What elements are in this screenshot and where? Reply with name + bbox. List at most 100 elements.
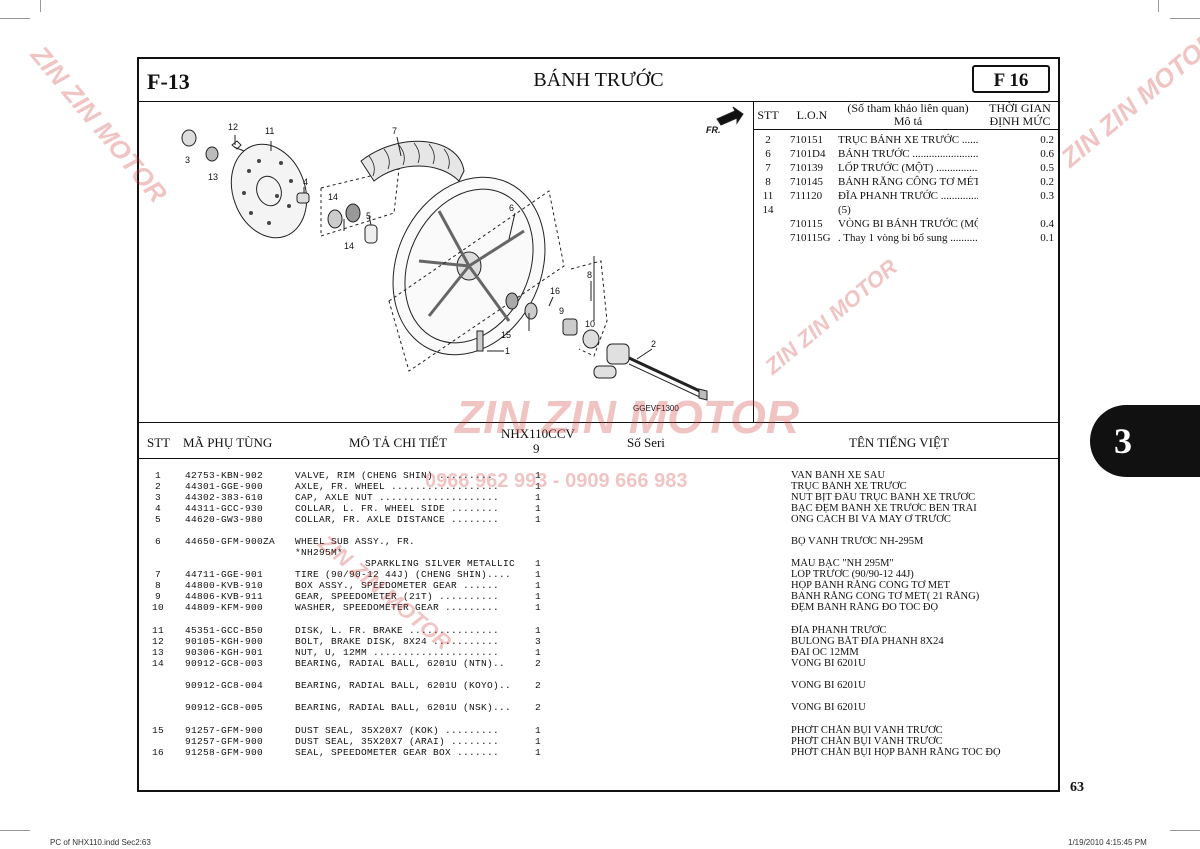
ref-cell-lon: 710151 — [790, 134, 823, 146]
cell-part: 90105-KGH-900 — [185, 636, 264, 647]
callout-16: 16 — [550, 286, 560, 296]
cell-qty: 1 — [534, 514, 541, 525]
callout-3: 3 — [185, 155, 190, 165]
ref-col-desc-line2: Mô tả — [893, 114, 923, 128]
cell-part: 44711-GGE-901 — [185, 569, 264, 580]
cell-stt: 15 — [151, 725, 164, 736]
cell-desc: AXLE, FR. WHEEL .................. — [295, 481, 500, 492]
callout-11: 11 — [265, 126, 274, 136]
cell-desc: COLLAR, L. FR. WHEEL SIDE ........ — [295, 503, 500, 514]
cell-desc: BEARING, RADIAL BALL, 6201U (KOYO).. — [295, 680, 512, 691]
ref-cell-stt: 2 — [765, 134, 771, 146]
callout-9: 9 — [559, 306, 564, 316]
cell-vn: NÚT BỊT ĐẦU TRỤC BÁNH XE TRƯỚC — [791, 492, 976, 503]
cell-qty: 1 — [534, 591, 541, 602]
cell-qty: 1 — [534, 481, 541, 492]
callout-14a: 14 — [344, 241, 354, 251]
cell-vn: ĐAI ỐC 12MM — [791, 647, 859, 658]
cell-part: 44301-GGE-900 — [185, 481, 264, 492]
cell-desc: SPARKLING SILVER METALLIC — [365, 558, 516, 569]
crop-mark — [0, 18, 30, 19]
watermark-phones: 0966 962 993 - 0909 666 983 — [425, 470, 688, 492]
cell-vn: PHỚT CHẮN BỤI HỘP BÁNH RĂNG TỐC ĐỘ — [791, 747, 1001, 758]
cell-stt: 16 — [151, 747, 164, 758]
watermark-brand-corner: ZIN ZIN MOTOR — [1055, 24, 1200, 173]
footer-date: 1/19/2010 4:15:45 PM — [1068, 838, 1147, 847]
cell-desc: DUST SEAL, 35X20X7 (KOK) ......... — [295, 725, 500, 736]
ref-col-desc-line1: (Số tham khảo liên quan) — [847, 101, 969, 115]
cell-desc: COLLAR, FR. AXLE DISTANCE ........ — [295, 514, 500, 525]
diagram-code: GGEVF1300 — [633, 404, 679, 413]
cell-part: 45351-GCC-B50 — [185, 625, 264, 636]
ref-cell-lon: 710139 — [790, 162, 823, 174]
crop-mark — [1170, 830, 1200, 831]
cell-qty: 1 — [534, 503, 541, 514]
cell-qty: 1 — [534, 647, 541, 658]
cell-vn: ĐỆM BÁNH RĂNG ĐO TỐC ĐỘ — [791, 602, 939, 613]
col-vietnamese-name: TÊN TIẾNG VIỆT — [849, 435, 949, 450]
ref-cell-desc: LỐP TRƯỚC (MỘT) ........................… — [838, 162, 978, 174]
ref-row: 2 710151 TRỤC BÁNH XE TRƯỚC ..............… — [754, 133, 1058, 147]
cell-stt: 6 — [154, 536, 161, 547]
page-number: 63 — [1070, 780, 1084, 795]
ref-cell-time: 0.4 — [1040, 218, 1054, 230]
ref-cell-time: 0.3 — [1040, 190, 1054, 202]
cell-stt: 13 — [151, 647, 164, 658]
parts-page-frame: F-13 BÁNH TRƯỚC F 16 — [137, 57, 1060, 792]
cell-desc: GEAR, SPEEDOMETER (21T) .......... — [295, 591, 500, 602]
page-header: F-13 BÁNH TRƯỚC F 16 — [139, 59, 1058, 102]
footer-file-info: PC of NHX110.indd Sec2:63 — [50, 838, 151, 847]
cell-part: 44806-KVB-911 — [185, 591, 264, 602]
cell-qty: 1 — [534, 747, 541, 758]
cell-vn: VÒNG BI 6201U — [791, 680, 866, 691]
cell-part: 44302-383-610 — [185, 492, 264, 503]
exploded-diagram: 3 13 12 11 4 7 14 5 14 6 8 16 9 15 10 2 … — [139, 101, 754, 422]
cell-desc: VALVE, RIM (CHENG SHIN) ......... — [295, 470, 494, 481]
cell-desc: *NH295M* — [295, 547, 344, 558]
cell-qty: 1 — [534, 725, 541, 736]
cell-part: 44311-GCC-930 — [185, 503, 264, 514]
ref-cell-desc: . Thay 1 vòng bi bổ sung ...............… — [838, 232, 978, 244]
cell-qty: 1 — [534, 558, 541, 569]
cell-desc: SEAL, SPEEDOMETER GEAR BOX ....... — [295, 747, 500, 758]
callout-6: 6 — [509, 203, 514, 213]
cell-vn: TRỤC BÁNH XE TRƯỚC — [791, 481, 907, 492]
ref-cell-desc: TRỤC BÁNH XE TRƯỚC .................. — [838, 134, 978, 146]
cell-vn: MÀU BẠC "NH 295M" — [791, 558, 894, 569]
callout-10: 10 — [585, 319, 595, 329]
page-title: BÁNH TRƯỚC — [533, 69, 664, 91]
cell-vn: PHỚT CHẮN BỤI VÀNH TRƯỚC — [791, 736, 943, 747]
cell-part: 44809-KFM-900 — [185, 602, 264, 613]
cell-qty: 2 — [534, 702, 541, 713]
col-model-sub: 9 — [533, 441, 540, 456]
col-part-number: MÃ PHỤ TÙNG — [183, 435, 273, 450]
table-row: *NH295M* — [139, 547, 1058, 558]
callout-12: 12 — [228, 122, 238, 132]
cell-stt: 4 — [154, 503, 161, 514]
ref-col-time-line1: THỜI GIAN — [989, 101, 1051, 115]
cell-vn: VAN BÁNH XE SAU — [791, 470, 886, 481]
cell-vn: BỘ VÀNH TRƯỚC NH-295M — [791, 536, 924, 547]
cell-stt: 2 — [154, 481, 161, 492]
col-serial: Số Seri — [627, 435, 665, 450]
callout-5: 5 — [366, 211, 371, 221]
cell-stt: 14 — [151, 658, 164, 669]
col-description: MÔ TẢ CHI TIẾT — [349, 435, 448, 450]
cell-part: 90912-GC8-004 — [185, 680, 264, 691]
cell-part: 42753-KBN-902 — [185, 470, 264, 481]
cell-part: 91257-GFM-900 — [185, 725, 264, 736]
cell-vn: BÁNH RĂNG CÔNG TƠ MÉT( 21 RĂNG) — [791, 591, 980, 602]
ref-cell-time: 0.2 — [1040, 134, 1054, 146]
cell-vn: VÒNG BI 6201U — [791, 702, 866, 713]
ref-col-lon: L.O.N — [796, 108, 828, 122]
cell-qty: 1 — [534, 736, 541, 747]
ref-cell-time: 0.2 — [1040, 176, 1054, 188]
